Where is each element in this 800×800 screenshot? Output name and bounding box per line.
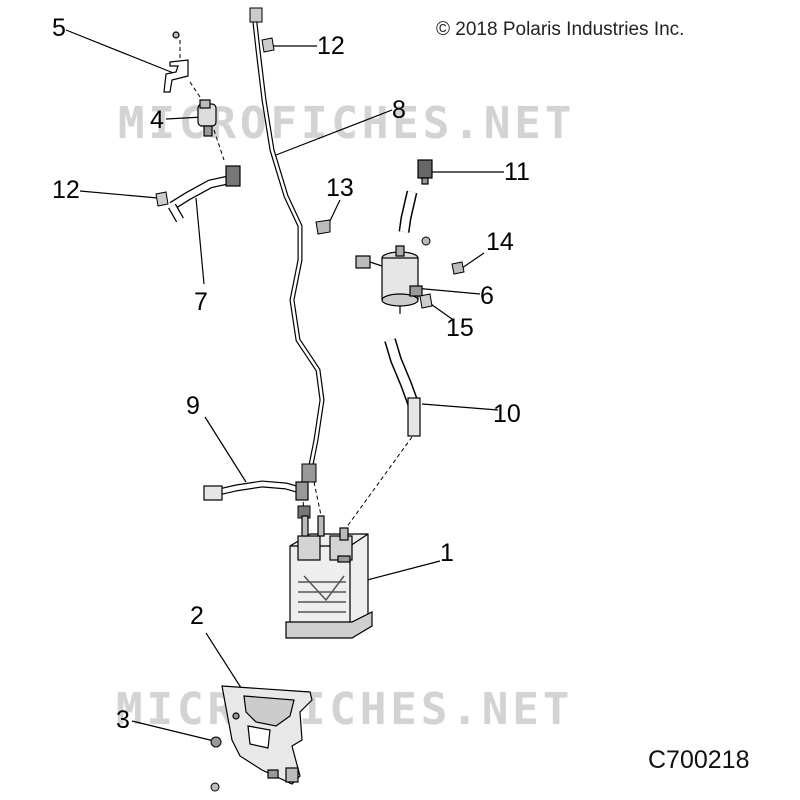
leader-8 xyxy=(275,109,393,156)
part-7-elbow-hose xyxy=(168,165,241,223)
small-nut xyxy=(421,236,431,246)
part-15-clip xyxy=(419,293,433,309)
leader-9 xyxy=(204,416,247,483)
callout-15: 15 xyxy=(446,314,474,342)
callout-6: 6 xyxy=(480,282,494,310)
leader-10 xyxy=(421,403,499,411)
callout-13: 13 xyxy=(326,174,354,202)
callout-3: 3 xyxy=(116,706,130,734)
callout-5: 5 xyxy=(52,14,66,42)
leader-5 xyxy=(65,29,177,75)
callout-9: 9 xyxy=(186,392,200,420)
part-12-clip-top xyxy=(261,37,275,53)
part-13-clip xyxy=(315,219,331,235)
watermark-top: MICROFICHES.NET xyxy=(118,98,576,149)
leader-lines xyxy=(65,29,504,742)
leader-2 xyxy=(205,632,246,695)
callout-10: 10 xyxy=(493,400,521,428)
leader-4 xyxy=(165,116,204,120)
leader-6 xyxy=(413,287,481,295)
part-9-hose xyxy=(203,480,311,519)
callout-1: 1 xyxy=(440,539,454,567)
part-2-bracket xyxy=(221,685,313,785)
leader-12-left xyxy=(79,190,159,199)
callout-8: 8 xyxy=(392,96,406,124)
part-10-hose xyxy=(384,338,421,437)
part-4-valve xyxy=(197,99,217,137)
part-14-fastener xyxy=(451,261,465,275)
copyright-notice: © 2018 Polaris Industries Inc. xyxy=(436,19,685,40)
callout-11: 11 xyxy=(504,158,530,186)
part-5-bracket xyxy=(163,31,189,93)
leader-14 xyxy=(461,252,485,269)
callout-4: 4 xyxy=(150,106,164,134)
callout-12-top: 12 xyxy=(317,32,345,60)
callout-14: 14 xyxy=(486,228,514,256)
figure-code: C700218 xyxy=(648,746,750,774)
leader-7 xyxy=(195,197,205,285)
part-6-filter xyxy=(355,245,423,314)
callout-7: 7 xyxy=(194,288,208,316)
part-11-fitting xyxy=(398,159,433,233)
leader-3 xyxy=(131,720,215,742)
part-12-clip-left xyxy=(155,191,169,207)
part-8-vent-tube xyxy=(249,7,325,483)
callout-12-left: 12 xyxy=(52,176,80,204)
part-1-canister xyxy=(285,515,373,639)
part-3-screw xyxy=(210,736,222,792)
watermark-bottom: MICROFICHES.NET xyxy=(116,684,574,735)
callout-2: 2 xyxy=(190,602,204,630)
